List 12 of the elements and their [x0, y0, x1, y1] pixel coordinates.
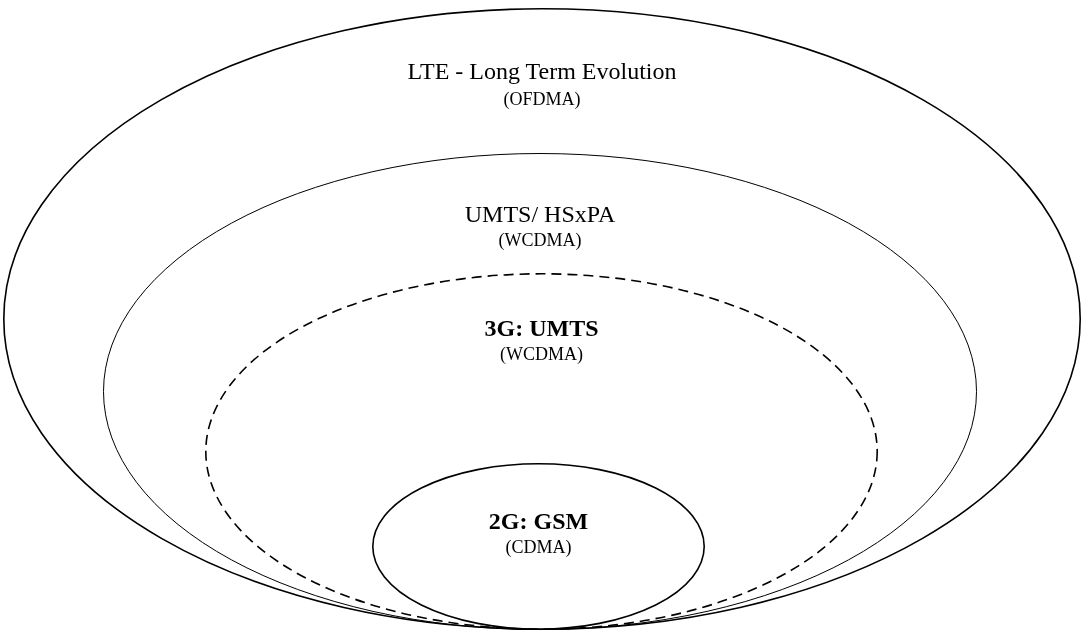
subtitle-text: (OFDMA)	[503, 90, 581, 110]
subtitle-text: (CDMA)	[505, 538, 572, 558]
heading-text: UMTS/ HSxPA	[464, 201, 616, 228]
heading-text: 2G: GSM	[488, 508, 589, 535]
ellipse-region	[103, 153, 977, 630]
ellipse-region	[3, 8, 1081, 630]
ellipse-region	[205, 273, 878, 630]
subtitle-text: (WCDMA)	[500, 345, 583, 365]
subtitle-text: (WCDMA)	[498, 231, 582, 251]
heading-text: 3G: UMTS	[484, 315, 599, 342]
ellipse-region	[372, 463, 705, 630]
heading-text: LTE - Long Term Evolution	[407, 58, 677, 85]
